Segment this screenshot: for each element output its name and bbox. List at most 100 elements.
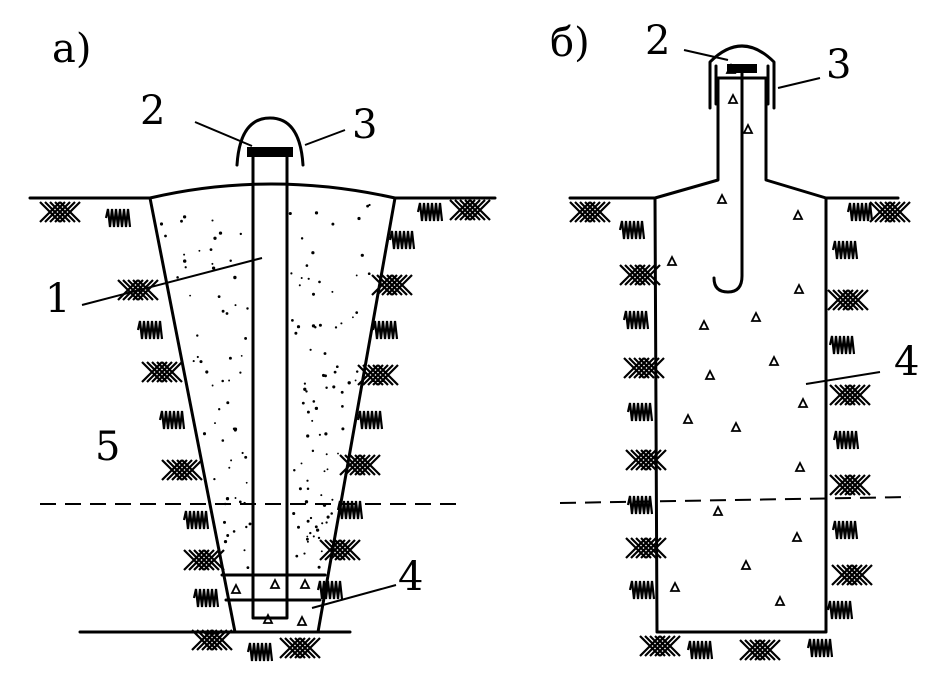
panel-a: а) 1 2 3 4 5 <box>28 26 497 662</box>
panel-a-callout-1: 1 <box>45 276 70 322</box>
sand-dot <box>321 522 324 525</box>
gravel-mark <box>730 420 742 432</box>
sand-dot <box>218 231 223 235</box>
sand-dot <box>225 497 230 501</box>
sand-dot <box>239 371 242 374</box>
sand-dot <box>218 408 221 411</box>
panel-a-callout-3: 3 <box>352 102 377 148</box>
sand-dot <box>245 481 248 484</box>
sand-dot <box>303 552 306 555</box>
sand-dot <box>192 360 195 363</box>
panel-b-hood-inner <box>714 64 770 106</box>
sand-dot <box>322 503 327 507</box>
gravel-mark <box>727 92 739 104</box>
sand-dot <box>238 500 242 504</box>
sand-dot <box>304 500 309 504</box>
sand-dot <box>176 276 179 279</box>
sand-dot <box>211 384 214 387</box>
gravel-mark <box>296 614 308 626</box>
sand-dot <box>288 211 292 216</box>
sand-dot <box>309 516 313 520</box>
sand-dot <box>244 455 248 459</box>
sand-dot <box>211 266 216 270</box>
sand-dot <box>245 525 248 529</box>
soil-hatch <box>569 201 611 223</box>
gravel-mark <box>797 396 809 408</box>
sand-dot <box>164 234 167 238</box>
gravel-mark <box>712 504 724 516</box>
sand-dot <box>196 334 199 337</box>
sand-dot <box>300 237 304 240</box>
gravel-mark <box>666 254 678 266</box>
sand-dot <box>366 204 370 208</box>
soil-hatch <box>371 274 413 296</box>
sand-dot <box>182 215 187 219</box>
soil-hatch <box>739 639 781 661</box>
soil-scribble <box>831 240 859 260</box>
gravel-mark <box>716 192 728 204</box>
sand-dot <box>317 565 321 569</box>
soil-hatch <box>141 361 183 383</box>
sand-dot <box>301 401 305 405</box>
sand-dot <box>311 419 314 422</box>
sand-dot <box>246 307 249 310</box>
panel-a-pole <box>251 148 289 620</box>
sand-dot <box>292 511 296 516</box>
soil-hatch <box>829 474 871 496</box>
sand-dot <box>241 451 244 455</box>
gravel-mark <box>698 318 710 330</box>
soil-scribble <box>136 320 164 340</box>
sand-dot <box>291 319 294 322</box>
sand-dot <box>323 352 327 355</box>
soil-hatch <box>625 449 667 471</box>
sand-dot <box>306 479 309 482</box>
sand-dot <box>311 324 316 328</box>
soil-hatch <box>623 357 665 379</box>
soil-scribble <box>336 500 364 520</box>
soil-scribble <box>388 230 416 250</box>
panel-a-soil-hatching <box>39 199 491 662</box>
sand-dot <box>306 519 310 523</box>
sand-dot <box>306 535 309 538</box>
panel-b-water-level <box>559 496 911 504</box>
sand-dot <box>298 487 302 491</box>
sand-dot <box>355 311 359 314</box>
sand-dot <box>340 390 344 394</box>
panel-a-leader-4 <box>311 584 397 609</box>
soil-scribble <box>316 580 344 600</box>
sand-dot <box>239 232 242 236</box>
sand-dot <box>228 466 231 469</box>
sand-dot <box>305 390 308 393</box>
sand-dot <box>229 259 232 262</box>
sand-dot <box>326 515 330 519</box>
panel-a-sand-fill <box>159 203 371 570</box>
sand-dot <box>221 379 224 383</box>
gravel-mark <box>725 62 737 74</box>
sand-dot <box>228 379 231 382</box>
sand-dot <box>312 535 315 538</box>
sand-dot <box>225 312 229 315</box>
sand-dot <box>320 550 323 553</box>
soil-hatch <box>869 201 911 223</box>
sand-dot <box>306 434 310 438</box>
panel-a-pit-right-wall <box>316 196 397 634</box>
sand-dot <box>248 522 252 526</box>
sand-dot <box>221 309 225 313</box>
panel-a-callout-2: 2 <box>140 88 165 134</box>
sand-dot <box>314 525 318 529</box>
sand-dot <box>334 326 338 329</box>
gravel-mark <box>299 577 311 589</box>
panel-a-leader-2 <box>194 121 253 147</box>
soil-hatch <box>619 264 661 286</box>
sand-dot <box>307 277 310 280</box>
sand-dot <box>198 249 201 252</box>
soil-hatch <box>339 454 381 476</box>
sand-dot <box>244 336 248 340</box>
sand-dot <box>305 264 309 267</box>
sand-dot <box>306 410 310 414</box>
panel-b-callout-3: 3 <box>826 42 851 88</box>
panel-b: б) 2 3 4 <box>550 18 919 661</box>
panel-a-callout-5: 5 <box>95 424 120 470</box>
soil-scribble <box>371 320 399 340</box>
sand-dot <box>306 540 309 543</box>
